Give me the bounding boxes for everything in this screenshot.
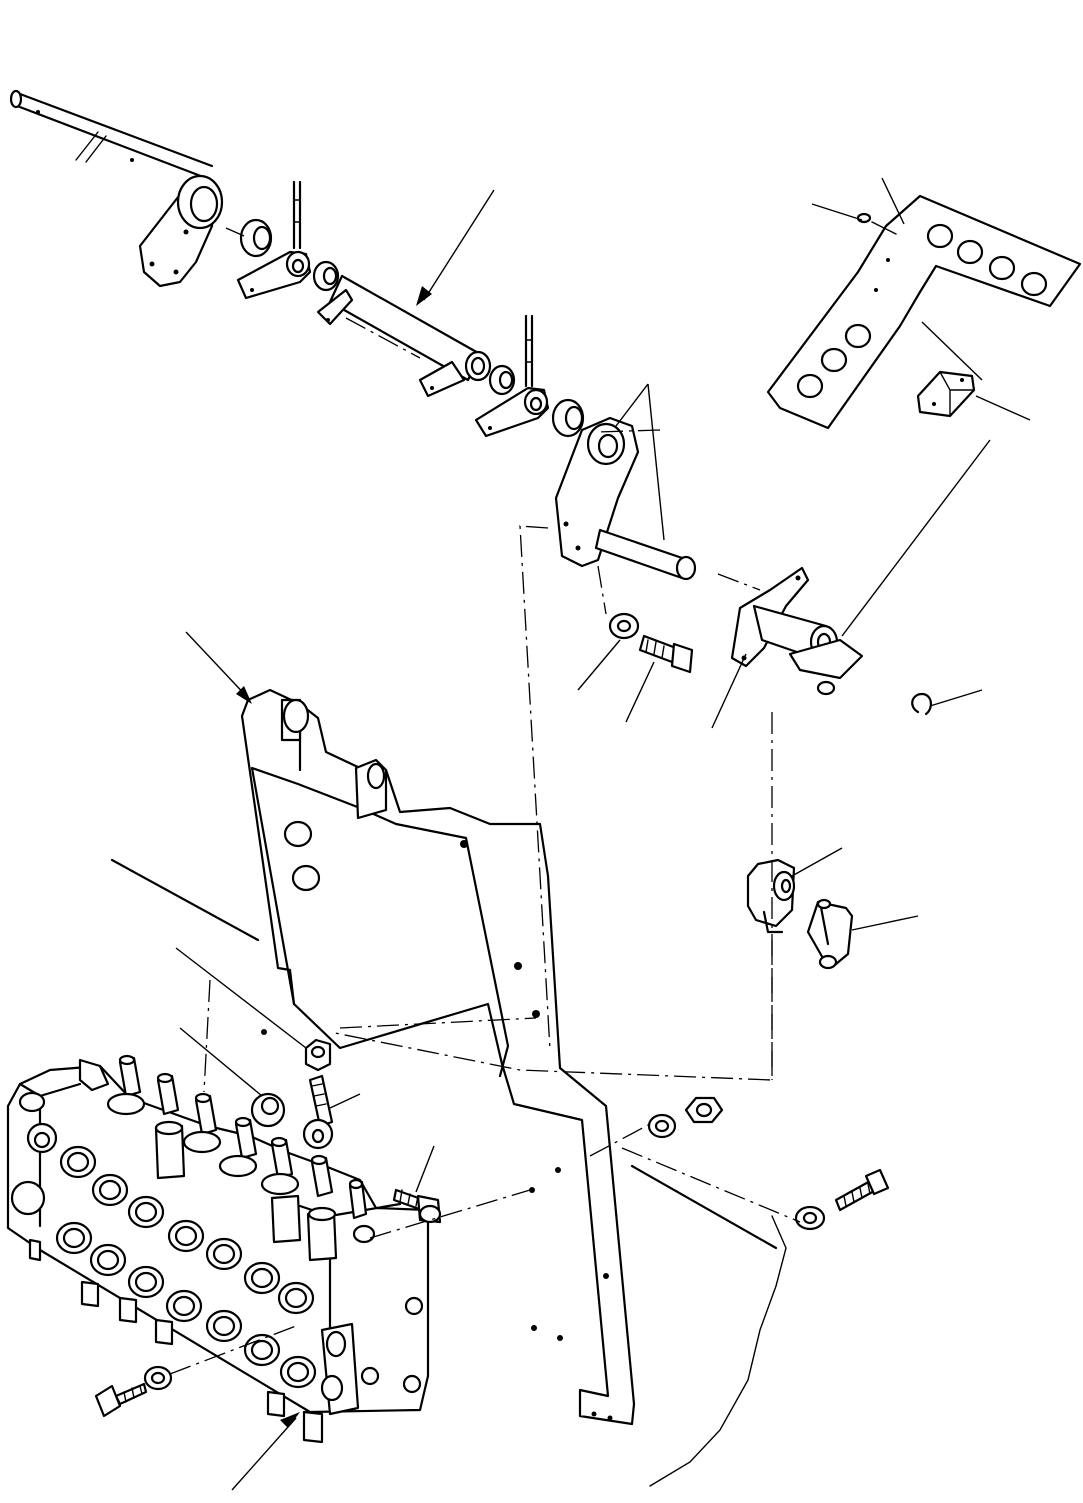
- leader-lines: [175, 177, 1031, 1491]
- cross-shaft-tube: [316, 274, 492, 398]
- foot-pedal: [766, 194, 1082, 430]
- clamp-arm-right: [474, 314, 550, 438]
- spacer-bushing: [250, 1092, 286, 1128]
- bolt-chassis: [834, 1168, 890, 1212]
- mounting-frame: [240, 688, 636, 1426]
- lock-nut: [304, 1038, 332, 1072]
- snap-ring: [911, 692, 932, 716]
- clevis-pin: [806, 898, 854, 970]
- control-valve-block: [6, 1064, 430, 1416]
- chassis-outline: [110, 858, 787, 1487]
- rod-end: [302, 1074, 334, 1150]
- lever-plate: [138, 174, 224, 288]
- valve-spools: [78, 1054, 368, 1262]
- nut-right: [684, 1096, 724, 1124]
- mounting-bolt-left: [94, 1382, 148, 1418]
- bushing-left: [239, 218, 273, 258]
- clamp-arm-left: [236, 180, 312, 300]
- washer-left: [143, 1365, 173, 1391]
- valve-fittings: [28, 1238, 324, 1444]
- pedal-arm-bracket: [554, 416, 697, 581]
- washer-right: [647, 1113, 677, 1139]
- control-rod: [9, 89, 214, 180]
- assembly-centerlines: [169, 429, 801, 1375]
- washer: [608, 612, 640, 640]
- bushing-right: [551, 398, 585, 438]
- bushing-small-left: [312, 260, 340, 292]
- pivot-bracket: [730, 566, 864, 696]
- clevis: [746, 858, 796, 934]
- bolt-center: [392, 1188, 442, 1224]
- washer-chassis: [794, 1205, 826, 1231]
- bolt: [638, 634, 694, 674]
- assembly-axis: [225, 227, 761, 591]
- pedal-stop-block: [916, 370, 976, 418]
- bushing-small-right: [488, 364, 516, 396]
